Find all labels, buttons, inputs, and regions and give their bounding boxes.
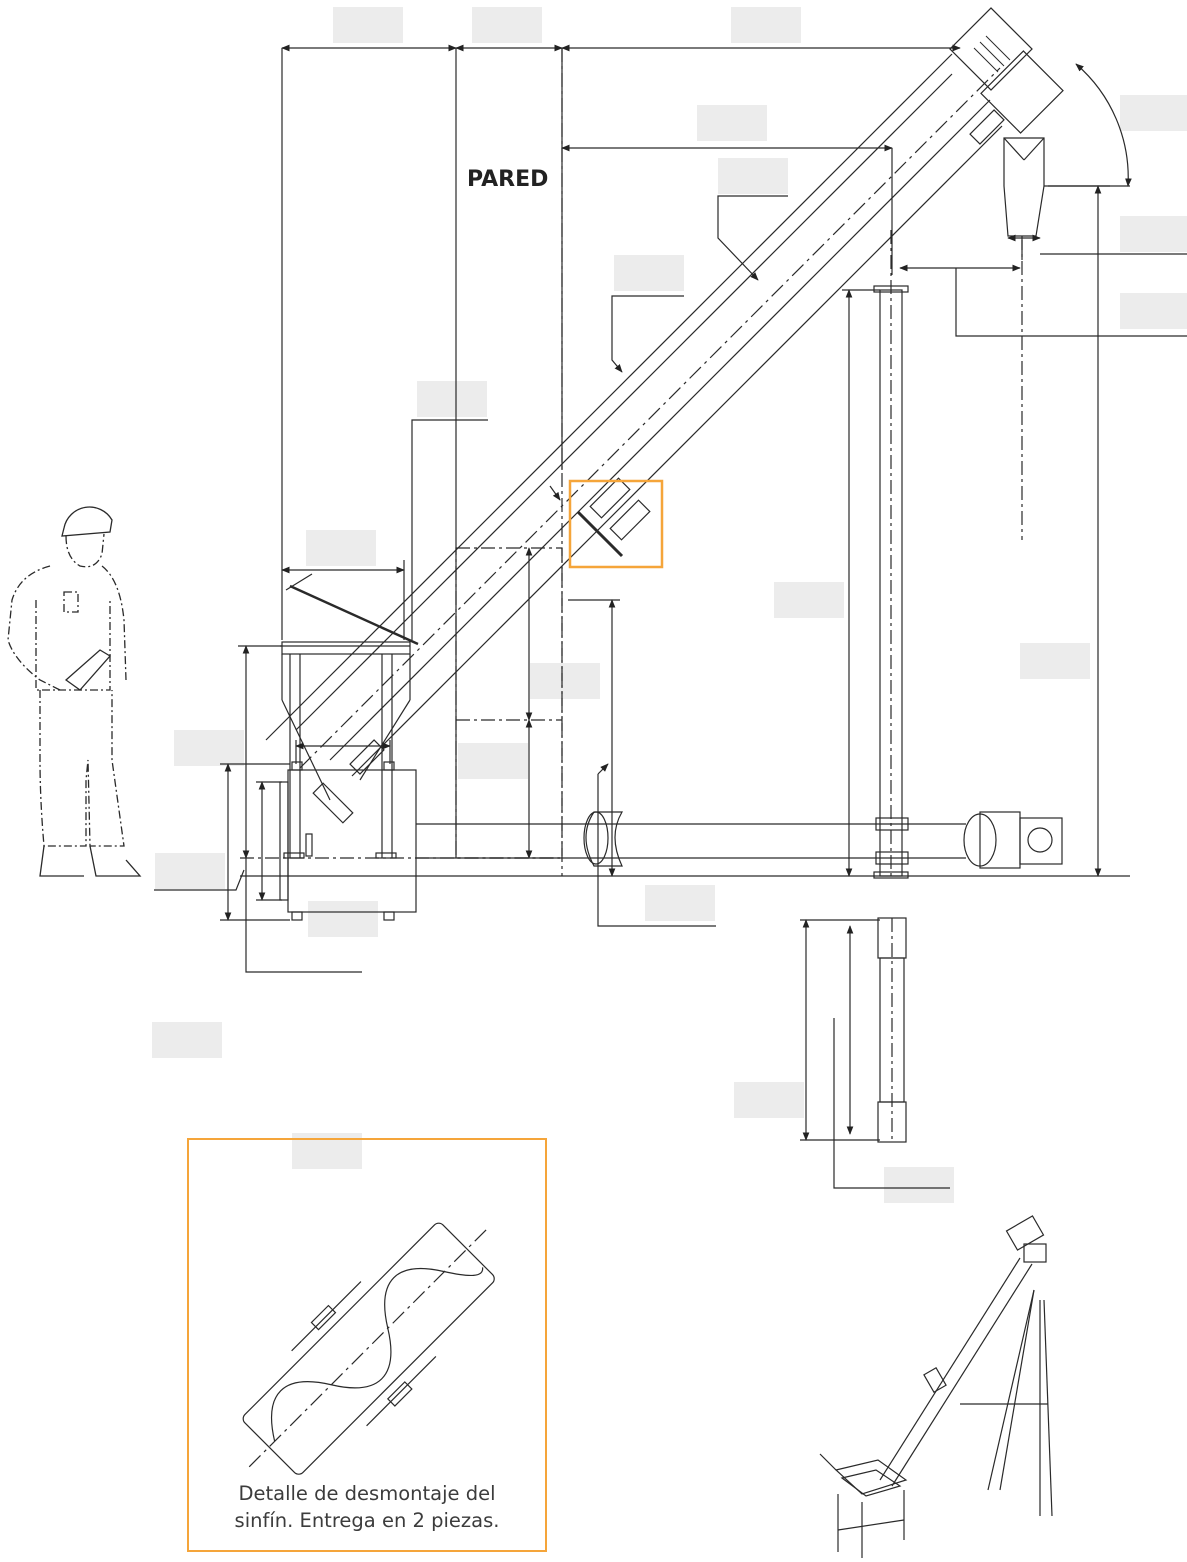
dimension-label — [155, 853, 225, 889]
isometric-view — [819, 1215, 1053, 1558]
worker-figure — [7, 506, 142, 877]
plan-view — [220, 740, 1063, 1189]
dimension-label — [530, 663, 600, 699]
dimension-label — [645, 885, 715, 921]
joint-highlight — [568, 479, 664, 569]
tube-outer-bottom — [351, 125, 1003, 777]
dimension-label — [884, 1167, 954, 1203]
dimension-label — [734, 1082, 804, 1118]
detail-caption: Detalle de desmontaje del sinfín. Entreg… — [189, 1480, 545, 1534]
dimension-label — [306, 530, 376, 566]
hopper-plan — [287, 769, 417, 913]
dimension-label — [731, 7, 801, 43]
side-elevation-view — [154, 7, 1187, 927]
dimension-label — [1120, 216, 1187, 252]
hopper — [281, 641, 411, 655]
dimension-label — [333, 7, 403, 43]
flange-plan — [585, 811, 624, 867]
detail-caption-box: Detalle de desmontaje del sinfín. Entreg… — [187, 1138, 547, 1552]
dimension-label — [718, 158, 788, 194]
dimension-label — [697, 105, 767, 141]
dimension-label — [174, 730, 244, 766]
dimension-label — [417, 381, 487, 417]
dimension-label — [614, 255, 684, 291]
wall-label: PARED — [467, 167, 548, 192]
detail-caption-line: Detalle de desmontaje del — [238, 1482, 496, 1505]
dimension-label — [1120, 95, 1187, 131]
motor — [949, 7, 1033, 91]
dimension-label-placeholders — [152, 7, 1187, 1203]
dimension-label — [152, 1022, 222, 1058]
discharge-spout — [1003, 137, 1045, 237]
detail-caption-line: sinfín. Entrega en 2 piezas. — [234, 1509, 500, 1532]
dimension-label — [774, 582, 844, 618]
dimension-label — [472, 7, 542, 43]
dimension-label — [458, 743, 528, 779]
detail-view — [242, 1222, 495, 1475]
tube-centerline — [299, 67, 1001, 769]
dimension-label — [308, 901, 378, 937]
dimension-label — [1120, 293, 1187, 329]
dimension-label — [1020, 643, 1090, 679]
